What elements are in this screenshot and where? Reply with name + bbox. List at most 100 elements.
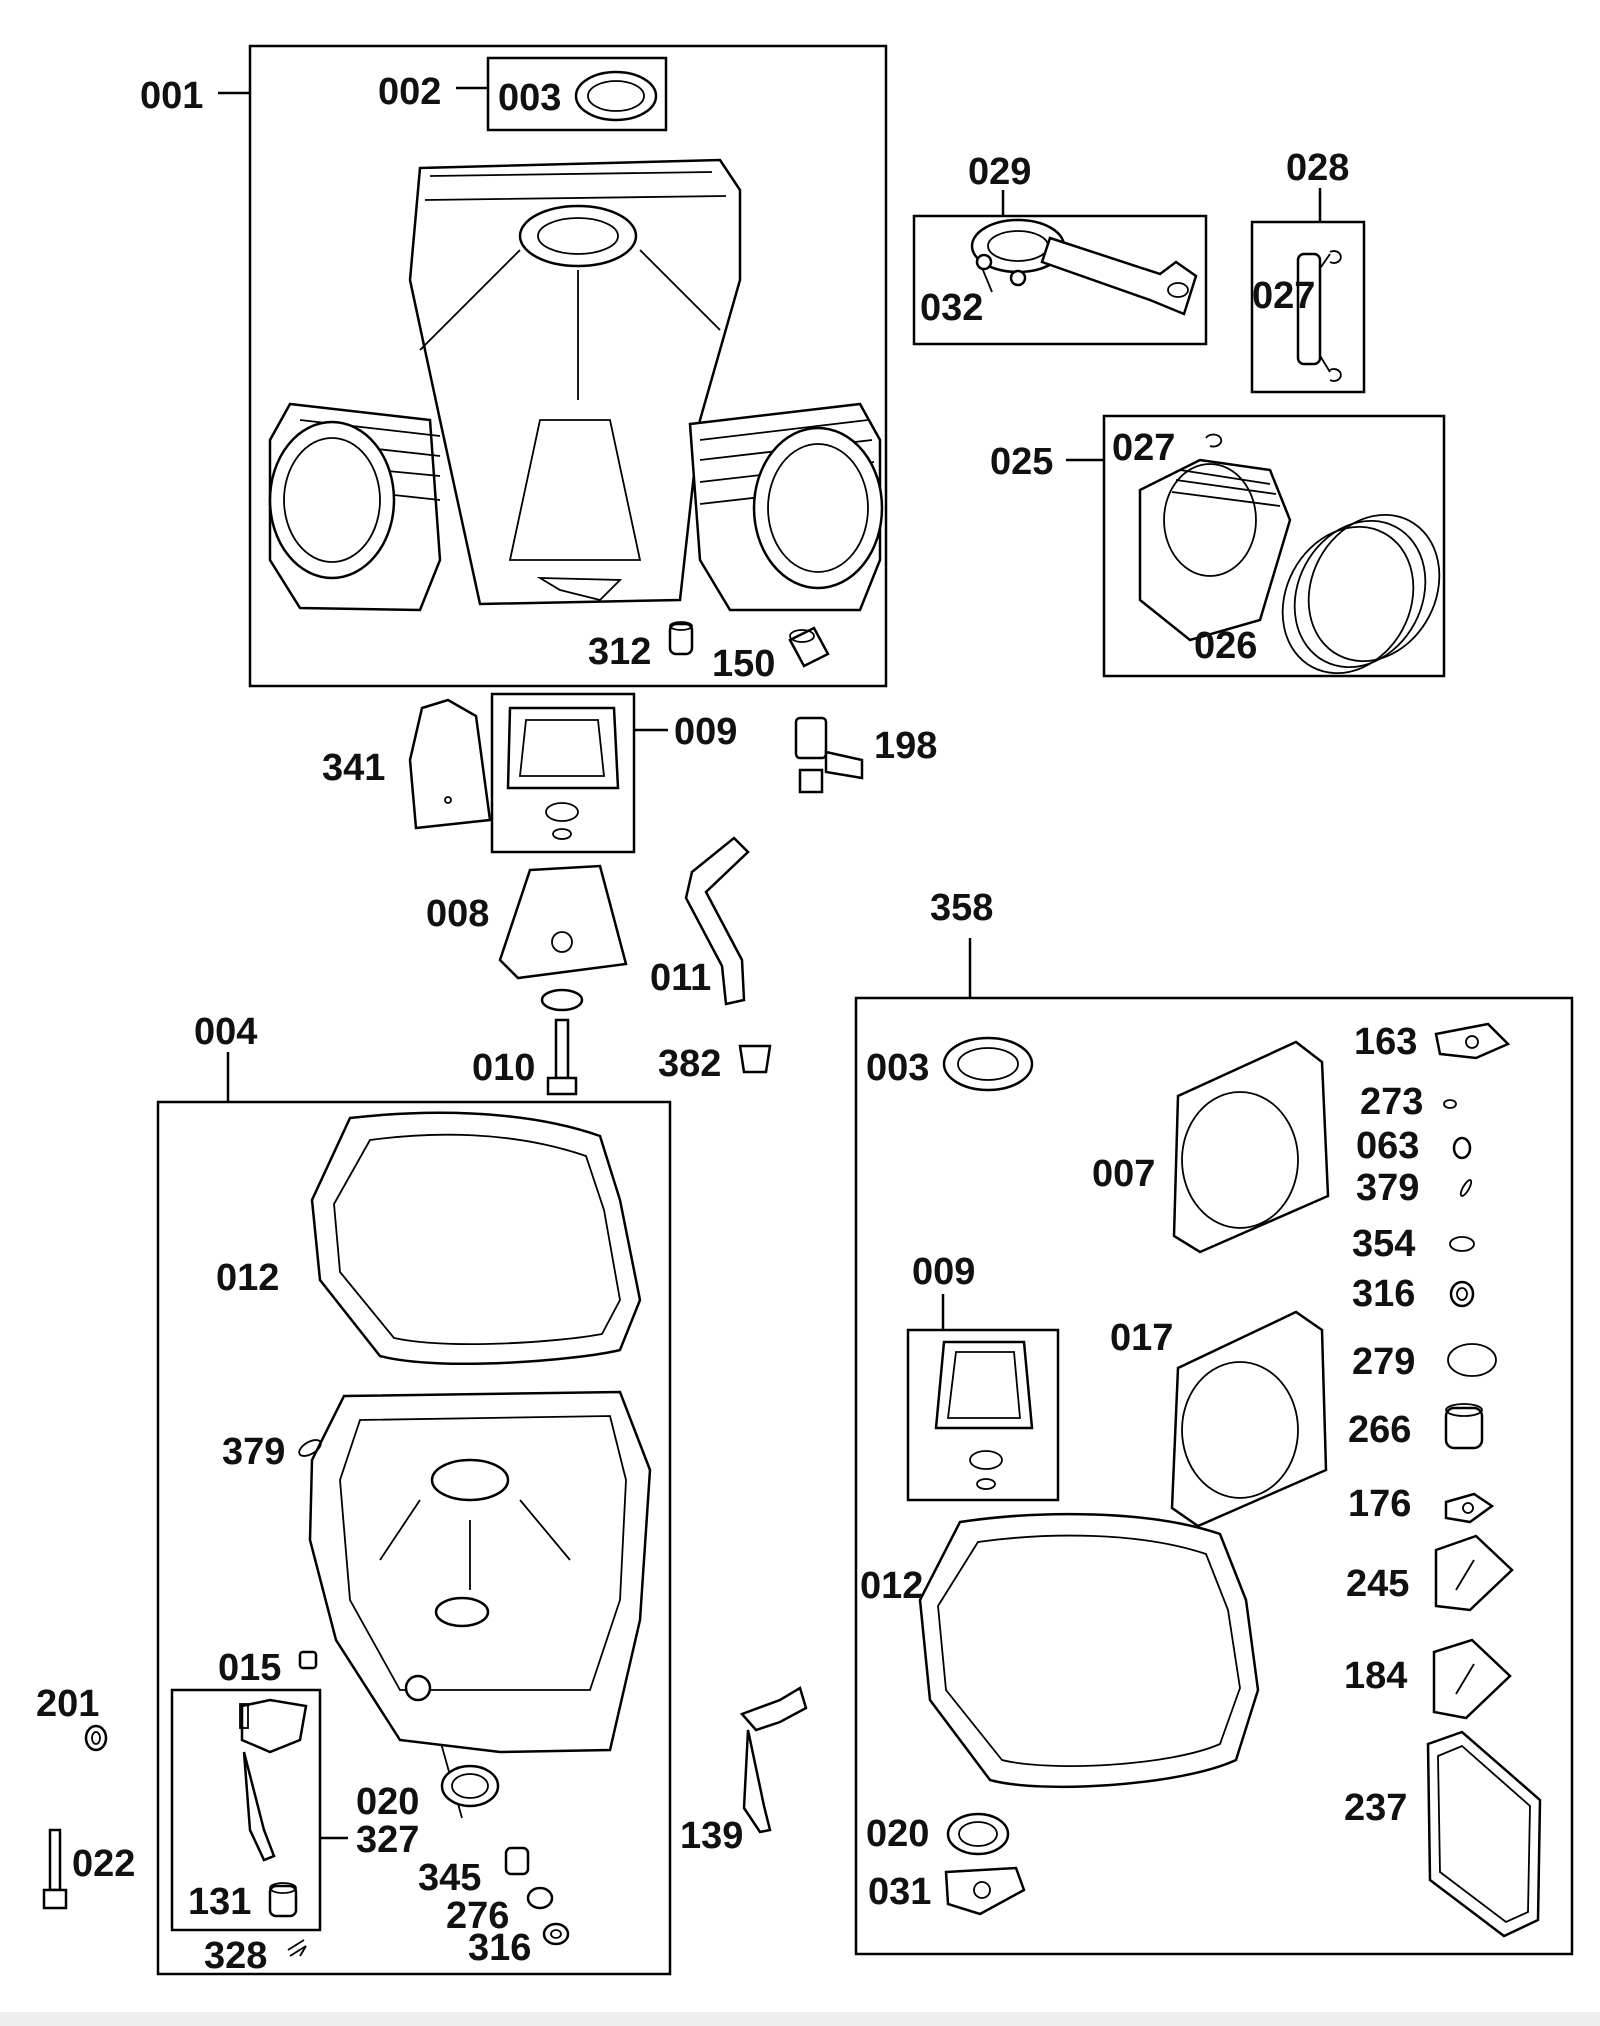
bottom-bar: [0, 2012, 1600, 2026]
gasket-017-head: [1170, 1310, 1328, 1528]
bushing-266: [1444, 1403, 1484, 1450]
seal-020-sump: [440, 1764, 500, 1808]
label-027a: 027: [1252, 275, 1315, 317]
label-011: 011: [650, 957, 711, 999]
dowel-150: [788, 626, 830, 668]
breather-tube-011: [684, 836, 750, 1006]
label-012b: 012: [860, 1565, 923, 1607]
label-379b: 379: [1356, 1167, 1419, 1209]
label-029: 029: [968, 151, 1031, 193]
washer-354: [1449, 1236, 1475, 1252]
label-131: 131: [188, 1881, 251, 1923]
label-150: 150: [712, 643, 775, 685]
label-341: 341: [322, 747, 385, 789]
cylinder-block: [268, 158, 884, 612]
gasket-237: [1426, 1730, 1542, 1938]
dowel-312: [668, 621, 694, 656]
label-345: 345: [418, 1857, 481, 1899]
bolt-022: [42, 1828, 68, 1910]
label-063: 063: [1356, 1125, 1419, 1167]
label-358: 358: [930, 887, 993, 929]
gasket-012-set: [918, 1512, 1260, 1789]
shield-341: [408, 698, 492, 830]
bushing-276: [526, 1886, 554, 1910]
label-025: 025: [990, 441, 1053, 483]
oring-279: [1447, 1343, 1497, 1377]
label-328: 328: [204, 1935, 267, 1977]
label-004: 004: [194, 1011, 257, 1053]
washer-273: [1443, 1099, 1457, 1109]
label-266: 266: [1348, 1409, 1411, 1451]
seal-020-set: [946, 1812, 1010, 1856]
label-176: 176: [1348, 1483, 1411, 1525]
seal-316-set: [1449, 1280, 1475, 1308]
label-009a: 009: [674, 711, 737, 753]
washer-201: [84, 1724, 108, 1752]
label-382: 382: [658, 1043, 721, 1085]
label-010: 010: [472, 1047, 535, 1089]
oring-379-set: [1459, 1179, 1473, 1197]
breather-009a: [506, 706, 620, 840]
label-279: 279: [1352, 1341, 1415, 1383]
label-027b: 027: [1112, 427, 1175, 469]
connecting-rod: [970, 218, 1198, 316]
oring-379-sump: [298, 1439, 322, 1457]
box-sump-kit: [156, 1100, 672, 1976]
label-163: 163: [1354, 1021, 1417, 1063]
drain-valve-198: [794, 716, 864, 794]
breather-009b: [934, 1340, 1034, 1490]
breather-cover-008: [498, 864, 628, 1012]
label-020a: 020: [356, 1781, 419, 1823]
box-connecting-rod: [912, 214, 1208, 346]
label-003b: 003: [866, 1047, 929, 1089]
seal-063: [1452, 1136, 1472, 1160]
label-139: 139: [680, 1815, 743, 1857]
label-001: 001: [140, 75, 203, 117]
governor-lever-139: [739, 1686, 808, 1834]
label-273: 273: [1360, 1081, 1423, 1123]
washer-316-sump: [542, 1922, 570, 1946]
label-316b: 316: [1352, 1273, 1415, 1315]
label-201: 201: [36, 1683, 99, 1725]
gasket-007-head: [1172, 1040, 1330, 1254]
plug-015: [298, 1650, 318, 1670]
pin-328: [287, 1939, 307, 1957]
label-022: 022: [72, 1843, 135, 1885]
gasket-031: [944, 1866, 1026, 1916]
piston-pin: [1296, 250, 1342, 382]
label-026: 026: [1194, 625, 1257, 667]
bushing-131: [268, 1882, 298, 1918]
label-245: 245: [1346, 1563, 1409, 1605]
governor-shaft-327: [239, 1698, 308, 1862]
bolt-010: [546, 1018, 578, 1096]
label-008: 008: [426, 893, 489, 935]
plug-382: [738, 1044, 772, 1074]
label-009b: 009: [912, 1251, 975, 1293]
box-breather-009-set: [906, 1328, 1060, 1502]
seal-003: [574, 70, 658, 122]
label-379a: 379: [222, 1431, 285, 1473]
gasket-184: [1432, 1638, 1512, 1720]
crankcase-sump: [308, 1390, 652, 1754]
label-031: 031: [868, 1871, 931, 1913]
seal-003-set: [942, 1036, 1034, 1092]
label-316a: 316: [468, 1927, 531, 1969]
piston-rings: [1281, 513, 1441, 675]
label-002: 002: [378, 71, 441, 113]
label-028: 028: [1286, 147, 1349, 189]
box-seal-002: [486, 56, 668, 132]
box-piston-pin: [1250, 220, 1366, 394]
box-gasket-set: [854, 996, 1574, 1956]
piston: [1138, 433, 1292, 642]
label-003a: 003: [498, 77, 561, 119]
label-017: 017: [1110, 1317, 1173, 1359]
label-007: 007: [1092, 1153, 1155, 1195]
gasket-245: [1434, 1534, 1514, 1612]
box-governor-kit: [170, 1688, 322, 1932]
label-312: 312: [588, 631, 651, 673]
label-032: 032: [920, 287, 983, 329]
box-piston-assembly: [1102, 414, 1446, 678]
box-breather-009: [490, 692, 636, 854]
label-184: 184: [1344, 1655, 1407, 1697]
